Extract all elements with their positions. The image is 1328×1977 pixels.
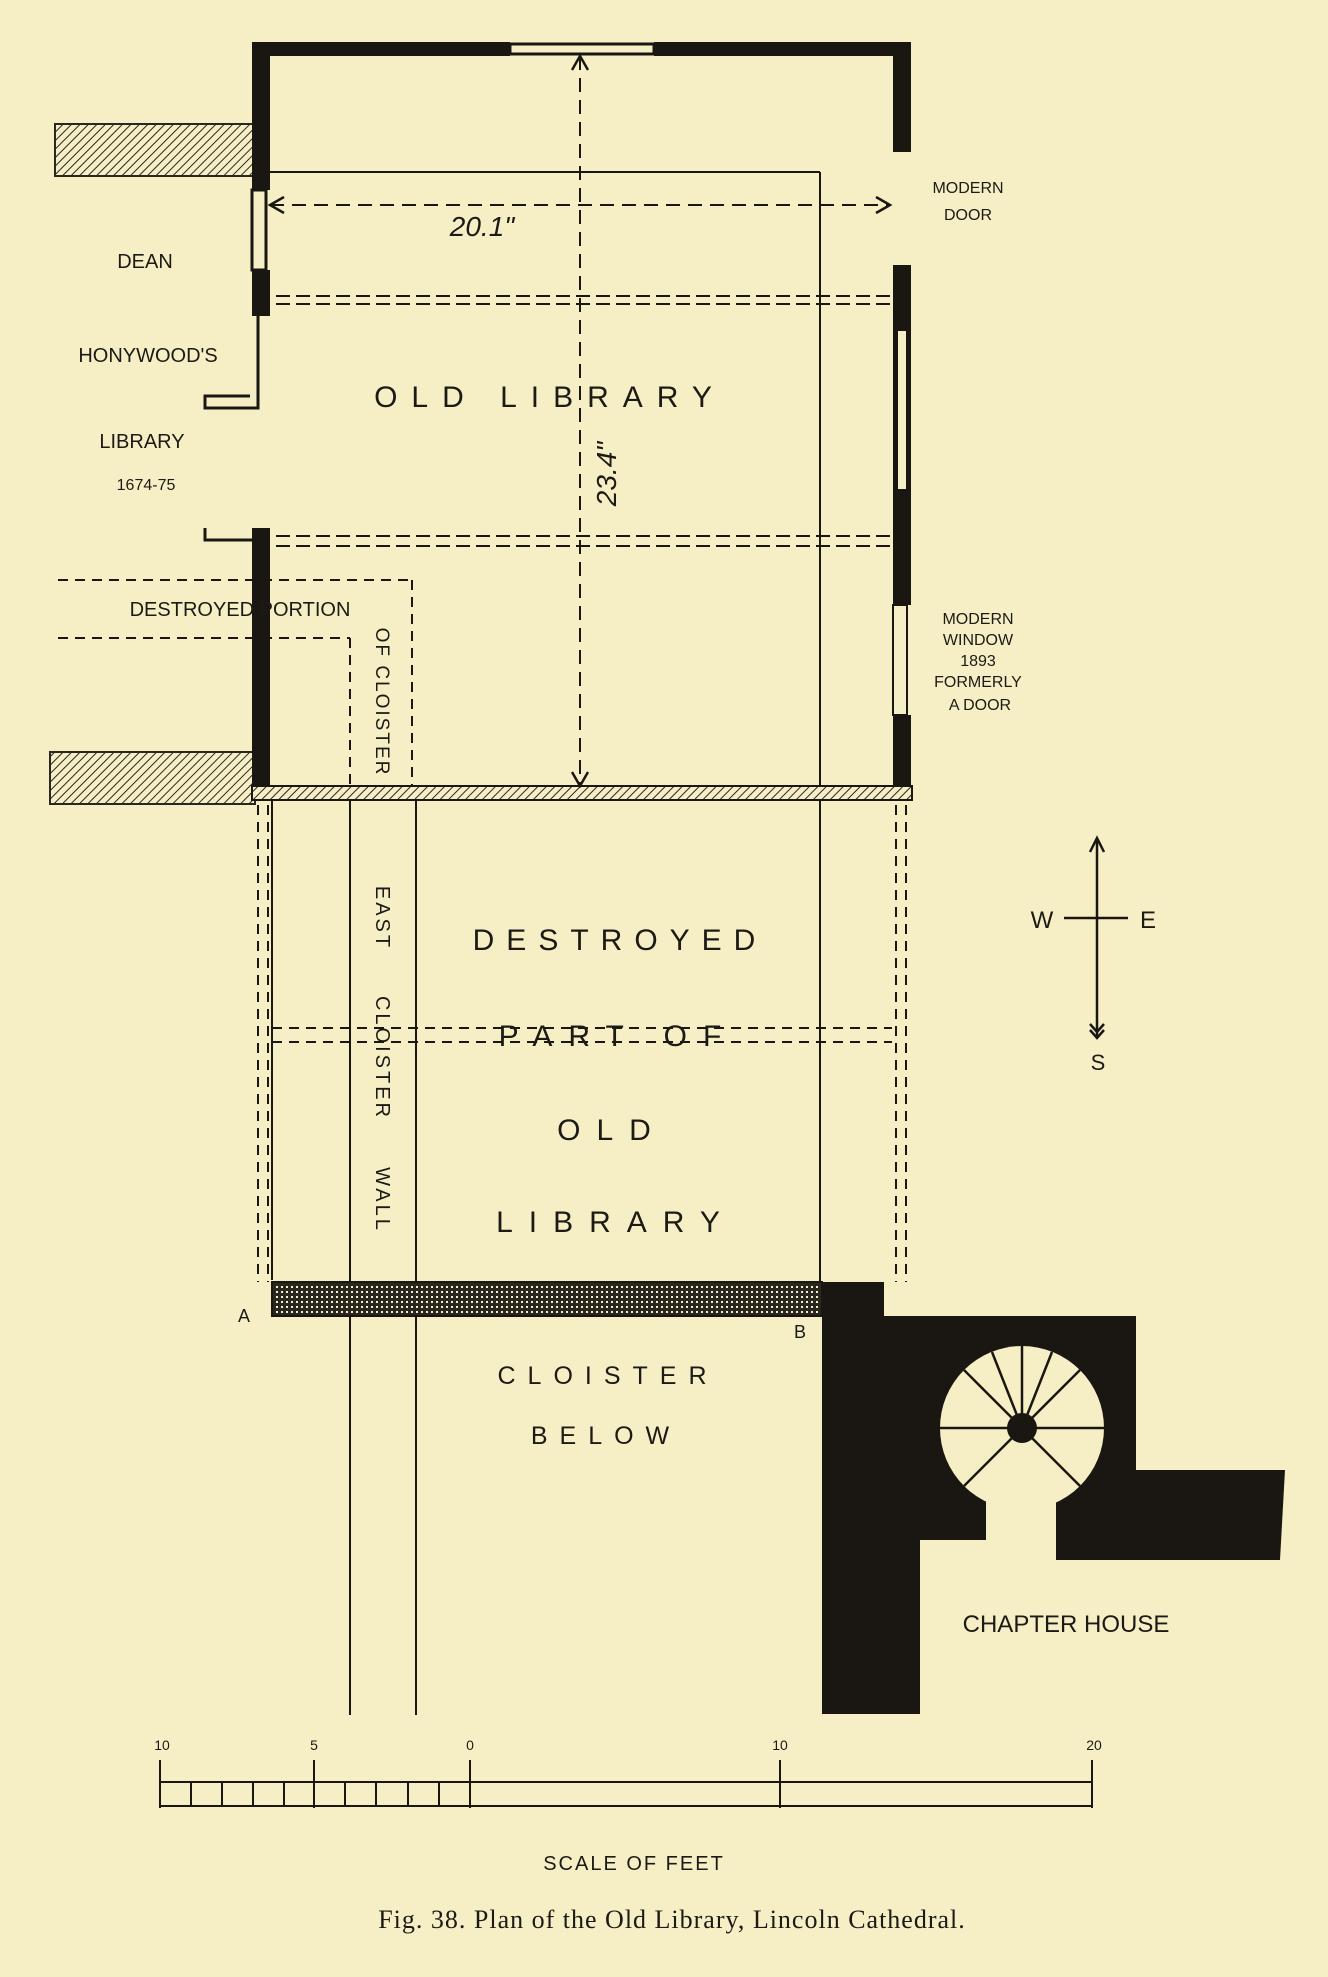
scale-bar [159,1760,1093,1808]
label-point-b: B [794,1322,806,1342]
scale-title: SCALE OF FEET [543,1853,725,1875]
label-modern-window-1: MODERN [942,611,1013,628]
compass [1064,835,1128,1040]
wall-a-b [271,1281,823,1317]
scale-tick-label: 10 [772,1737,788,1753]
scale-ticks: 10 5 0 10 20 [154,1737,1102,1753]
scale-tick-label: 0 [466,1737,474,1753]
label-library-destroyed: LIBRARY [496,1206,736,1239]
label-cloister-below-2: BELOW [531,1422,681,1450]
label-cloister-below-1: CLOISTER [497,1362,718,1390]
plan-labels: DEAN HONYWOOD'S LIBRARY 1674-75 OLD LIBR… [78,180,1169,1638]
hatched-wall-stubs [49,123,256,805]
label-library: LIBRARY [99,431,184,453]
destroyed-cloister-outline [58,579,907,1282]
label-dim-length: 23.4" [591,441,622,507]
label-east: EAST [371,886,393,950]
label-cloister-vert: CLOISTER [371,996,393,1120]
label-destroyed: DESTROYED [473,924,768,957]
scale-tick-label: 20 [1086,1737,1102,1753]
scale-tick-label: 10 [154,1737,170,1753]
label-modern-window-4: FORMERLY [934,674,1022,691]
compass-s: S [1091,1050,1106,1075]
label-modern-window-5: A DOOR [949,697,1011,714]
figure-caption: Fig. 38. Plan of the Old Library, Lincol… [378,1905,966,1934]
label-destroyed-portion: DESTROYED PORTION [130,599,351,621]
label-modern-door-2: DOOR [944,207,992,224]
label-of-cloister: OF CLOISTER [371,628,392,777]
old-library-walls [250,42,913,801]
spiral-stair-treads [940,1346,1104,1487]
label-part-of: PART OF [499,1020,738,1053]
honywood-outline [203,316,260,542]
interior-lines [270,56,890,786]
compass-w: W [1031,907,1054,934]
compass-e: E [1140,907,1156,934]
dimension-arrows [267,53,893,789]
label-wall-vert: WALL [371,1167,393,1233]
label-old: OLD [557,1114,667,1147]
scale-tick-label: 5 [310,1737,318,1753]
label-dean: DEAN [117,251,173,273]
label-library-years: 1674-75 [117,477,176,494]
label-dim-width: 20.1" [449,211,515,242]
destroyed-part-lines [271,800,821,1715]
chapter-house-block [822,1282,1285,1714]
label-point-a: A [238,1306,250,1326]
label-modern-window-2: WINDOW [943,632,1014,649]
label-chapter-house: CHAPTER HOUSE [963,1611,1170,1638]
label-modern-door-1: MODERN [932,180,1003,197]
label-old-library: OLD LIBRARY [374,381,726,414]
label-modern-window-3: 1893 [960,653,996,670]
label-honywoods: HONYWOOD'S [78,345,217,367]
